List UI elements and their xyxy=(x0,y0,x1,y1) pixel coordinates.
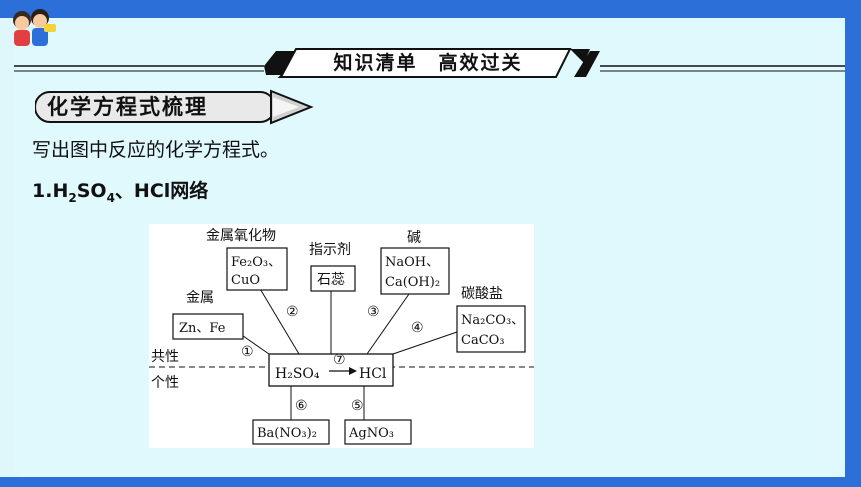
box-indicator xyxy=(310,265,356,292)
box-silver-text: AgNO₃ xyxy=(348,426,394,441)
number-3: ③ xyxy=(367,304,380,320)
section-title-banner xyxy=(35,89,314,125)
number-4: ④ xyxy=(411,320,424,336)
box-indicator-text: 石蕊 xyxy=(317,272,345,288)
right-frame-bar xyxy=(845,0,861,487)
subtitle-h: H xyxy=(52,180,69,202)
subtitle-number: 1. xyxy=(32,180,53,202)
label-metal-oxide: 金属氧化物 xyxy=(206,228,276,244)
top-frame-bar xyxy=(0,0,861,18)
label-individual: 个性 xyxy=(151,375,179,391)
mascot-icon xyxy=(13,9,56,46)
box-base xyxy=(380,247,450,295)
arrow-head xyxy=(349,367,357,375)
label-common: 共性 xyxy=(151,349,179,365)
center-box xyxy=(268,353,394,387)
connector-carbonate xyxy=(392,331,458,355)
number-2: ② xyxy=(286,304,299,320)
box-base-line2: Ca(OH)₂ xyxy=(385,275,440,290)
box-silver xyxy=(344,419,412,445)
subtitle: 1.H2SO4、HCl网络 xyxy=(32,176,432,206)
subtitle-sub2: 4 xyxy=(106,190,115,205)
label-base: 碱 xyxy=(407,230,421,246)
box-barium-text: Ba(NO₃)₂ xyxy=(257,426,317,441)
subtitle-sub1: 2 xyxy=(68,190,77,205)
reaction-network-diagram: H₂SO₄ HCl ⑦ 金属氧化物 Fe₂O₃、 CuO ② 指示剂 石蕊 碱 … xyxy=(149,224,534,448)
box-metal-oxide-line1: Fe₂O₃、 xyxy=(231,255,281,270)
section-title: 化学方程式梳理 xyxy=(47,95,208,119)
label-metal: 金属 xyxy=(186,290,214,306)
box-metal-text: Zn、Fe xyxy=(179,321,226,336)
label-indicator: 指示剂 xyxy=(309,242,351,258)
number-1: ① xyxy=(241,344,254,360)
box-carbonate-line1: Na₂CO₃、 xyxy=(461,313,524,328)
subtitle-so: SO xyxy=(76,180,107,202)
header-band xyxy=(14,48,845,78)
number-7: ⑦ xyxy=(333,352,346,368)
box-metal-oxide-line2: CuO xyxy=(231,273,260,288)
subtitle-suffix: 、HCl网络 xyxy=(114,180,209,202)
number-5: ⑤ xyxy=(351,398,364,414)
box-metal xyxy=(172,313,244,340)
bottom-frame-bar xyxy=(0,477,861,487)
center-right-label: HCl xyxy=(359,366,387,382)
connector-base xyxy=(366,293,410,355)
connector-metal-oxide xyxy=(255,281,300,355)
instruction-text: 写出图中反应的化学方程式。 xyxy=(32,139,280,161)
header-title: 知识清单 高效过关 xyxy=(333,52,523,74)
box-carbonate-line2: CaCO₃ xyxy=(461,333,505,348)
box-base-line1: NaOH、 xyxy=(385,255,439,270)
box-metal-oxide xyxy=(226,247,288,291)
box-barium xyxy=(252,419,330,445)
center-left-label: H₂SO₄ xyxy=(275,366,320,382)
box-carbonate xyxy=(456,305,526,353)
number-6: ⑥ xyxy=(295,398,308,414)
label-carbonate: 碳酸盐 xyxy=(461,286,503,302)
